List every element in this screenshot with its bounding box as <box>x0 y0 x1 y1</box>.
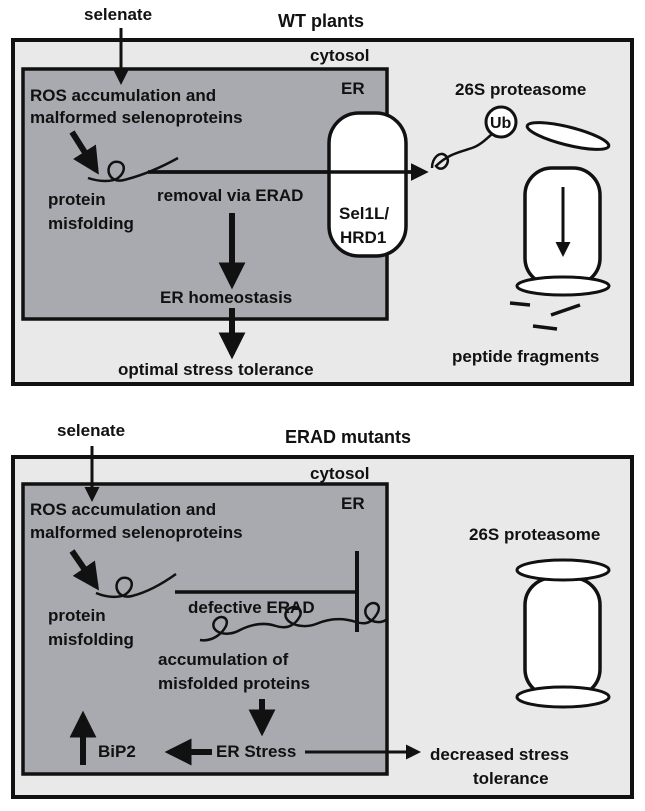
mutant-proteasome-core <box>523 576 602 698</box>
wt-selenate-label: selenate <box>84 5 152 24</box>
wt-complex-line1: Sel1L/ <box>339 204 389 223</box>
wt-ub-tag <box>484 105 518 139</box>
mutant-selenate-label: selenate <box>57 421 125 440</box>
wt-panel: WT plants selenate cytosol ER ROS accumu… <box>11 5 634 386</box>
wt-proteasome-lid <box>525 121 611 151</box>
mutant-misfold-line2: misfolding <box>48 630 134 649</box>
mutant-er-label: ER <box>341 494 365 513</box>
mutant-misfolded-protein <box>95 572 177 599</box>
mutant-proteasome-bottom-ring <box>515 685 611 709</box>
wt-ros-line1: ROS accumulation and <box>30 86 216 105</box>
wt-ub-label: Ub <box>490 115 512 132</box>
mutant-misfold-line1: protein <box>48 606 106 625</box>
mutant-bip-label: BiP2 <box>98 742 136 761</box>
wt-removal-label: removal via ERAD <box>157 186 303 205</box>
wt-fragment-3 <box>532 324 558 331</box>
wt-fragment-2 <box>550 303 581 317</box>
wt-ros-line2: malformed selenoproteins <box>30 108 243 127</box>
mutant-outcome-line2: tolerance <box>473 769 549 788</box>
mutant-cytosol-label: cytosol <box>310 464 370 483</box>
wt-outcome-label: optimal stress tolerance <box>118 360 314 379</box>
wt-cytosol-label: cytosol <box>310 46 370 65</box>
wt-proteasome-ring <box>515 275 611 297</box>
wt-er-box <box>21 67 389 321</box>
mutant-ros-line2: malformed selenoproteins <box>30 523 243 542</box>
mutant-accum-line2: misfolded proteins <box>158 674 310 693</box>
mutant-proteasome-label: 26S proteasome <box>469 525 600 544</box>
wt-misfold-line2: misfolding <box>48 214 134 233</box>
wt-homeostasis-label: ER homeostasis <box>160 288 292 307</box>
mutant-accum-line1: accumulation of <box>158 650 289 669</box>
wt-proteasome-label: 26S proteasome <box>455 80 586 99</box>
wt-misfolded-protein <box>87 156 179 183</box>
mutant-accumulated-proteins <box>199 601 387 642</box>
wt-ubiquitinated-chain <box>430 126 501 170</box>
wt-complex-line2: HRD1 <box>340 228 386 247</box>
wt-er-label: ER <box>341 79 365 98</box>
mutant-outcome-line1: decreased stress <box>430 745 569 764</box>
wt-title: WT plants <box>278 11 364 31</box>
mutant-defective-label: defective ERAD <box>188 598 315 617</box>
mutant-title: ERAD mutants <box>285 427 411 447</box>
mutant-proteasome-top-ring <box>515 558 611 582</box>
mutant-panel: ERAD mutants selenate cytosol ER ROS acc… <box>11 421 634 799</box>
wt-misfold-line1: protein <box>48 190 106 209</box>
mutant-stress-label: ER Stress <box>216 742 296 761</box>
mutant-misfold-arrow <box>69 549 100 591</box>
wt-fragments-label: peptide fragments <box>452 347 599 366</box>
wt-fragment-1 <box>509 301 531 307</box>
mutant-ros-line1: ROS accumulation and <box>30 500 216 519</box>
wt-misfold-arrow <box>69 130 99 175</box>
wt-sel1l-hrd1-channel <box>327 111 408 258</box>
